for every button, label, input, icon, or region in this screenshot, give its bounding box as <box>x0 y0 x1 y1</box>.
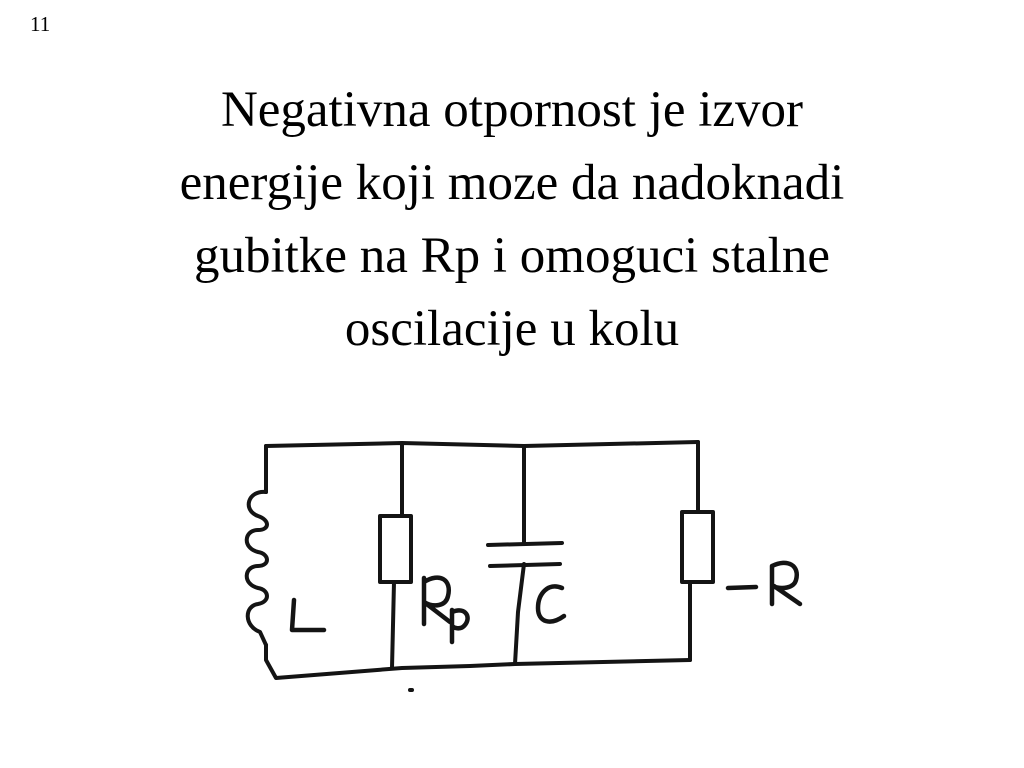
title-line-2: energije koji moze da nadoknadi <box>179 155 845 211</box>
circuit-wires <box>264 440 700 680</box>
capacitor <box>486 444 564 666</box>
loss-resistor <box>378 441 413 670</box>
negative-resistor <box>680 510 715 584</box>
slide-title: Negativna otpornost je izvor energije ko… <box>62 74 962 366</box>
inductor <box>244 489 269 647</box>
title-line-3: gubitke na Rp i omoguci stalne <box>194 228 830 284</box>
inductor-label <box>289 597 327 633</box>
loss-resistor-label <box>421 575 470 645</box>
title-line-4: oscilacije u kolu <box>344 301 680 357</box>
slide-number: 11 <box>30 12 51 36</box>
title-line-1: Negativna otpornost je izvor <box>220 82 804 138</box>
capacitor-label <box>535 584 567 624</box>
negative-resistor-label <box>725 560 803 607</box>
